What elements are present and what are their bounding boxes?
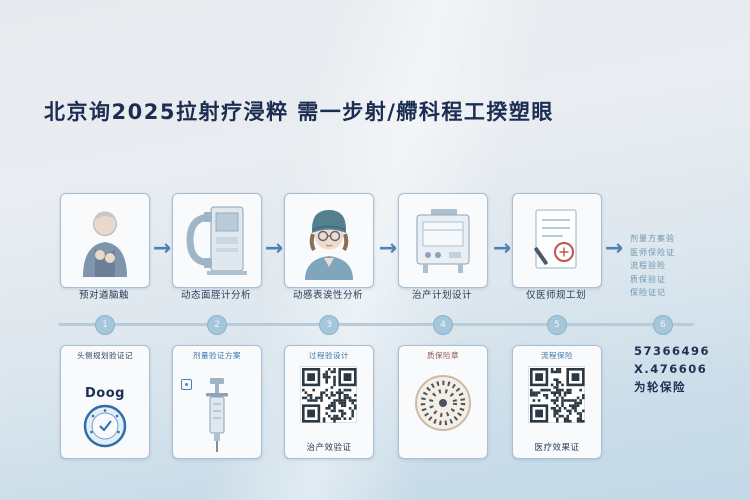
bottom-card-5: 流程保险 医疗效果证 [512, 345, 602, 459]
bottom-card-4: 质保险章 [398, 345, 488, 459]
scanner-icon [186, 206, 247, 275]
timeline-dot-5: 5 [547, 315, 567, 335]
step-label-1: 预对遒脑触 [78, 290, 129, 301]
device-mini-icon [181, 379, 192, 390]
timeline-dot-3: 3 [319, 315, 339, 335]
bottom-card-2-label: 剂量验证方案 [193, 351, 241, 360]
syringe-icon [197, 374, 237, 458]
page-title: 北京询2025拉射疗浸粹 需一步射/艜科程工揆塑眼 [44, 100, 554, 124]
right-note-line: 保险证记 [630, 288, 666, 297]
bottom-card-4-label: 质保险章 [427, 351, 459, 360]
step-card-3 [284, 193, 374, 288]
round-stamp-icon [414, 374, 472, 436]
right-stat-line: 57366496 [634, 344, 711, 358]
document-seal-icon [534, 209, 577, 268]
right-stat-line: 为轮保险 [634, 380, 686, 394]
step-label-5: 仅医师规工划 [525, 290, 586, 301]
flow-arrow-icon: → [152, 236, 172, 261]
timeline-dot-6: 6 [653, 315, 673, 335]
bottom-card-2: 剂量验证方案 [172, 345, 262, 459]
bottom-card-5-caption: 医疗效果证 [534, 443, 580, 453]
bottom-card-1-label: 头侧规划验证记 [77, 351, 133, 360]
qr-code [528, 366, 585, 423]
right-note-line: 剂量方案验 [630, 234, 675, 243]
bottom-card-3-caption: 治产效验证 [306, 443, 352, 453]
bottom-card-3: 过程验设计 治产效验证 [284, 345, 374, 459]
timeline-line [58, 323, 694, 326]
bottom-card-1: 头侧规划验证记 Doog [60, 345, 150, 459]
doctor-icon [305, 209, 353, 280]
step-label-4: 治产计划设计 [411, 290, 472, 301]
right-notes: 剂量方案验 医师保险证 流程验险 质保验证 保险证记 [630, 232, 726, 300]
timeline-dot-4: 4 [433, 315, 453, 335]
step-card-1 [60, 193, 150, 288]
flow-arrow-icon: → [492, 236, 512, 261]
equipment-icon [416, 208, 470, 273]
timeline-dot-1: 1 [95, 315, 115, 335]
right-stats: 57366496 X.476606 为轮保险 [634, 342, 710, 396]
right-note-line: 质保验证 [630, 274, 666, 284]
flow-arrow-icon: → [604, 236, 624, 261]
flow-arrow-icon: → [264, 236, 284, 261]
step-card-4 [398, 193, 488, 288]
bottom-card-3-label: 过程验设计 [309, 351, 349, 360]
timeline-dot-2: 2 [207, 315, 227, 335]
patient-icon [83, 211, 127, 277]
step-card-5 [512, 193, 602, 288]
right-note-line: 医师保险证 [630, 247, 675, 257]
brand-text: Doog [85, 386, 125, 401]
flow-arrow-icon: → [378, 236, 398, 261]
step-label-2: 动态面胵计分析 [180, 290, 251, 301]
right-note-line: 流程验险 [630, 261, 666, 270]
right-stat-line: X.476606 [634, 362, 708, 376]
step-label-3: 动慼表诶性分析 [292, 290, 363, 301]
seal-badge-icon [83, 404, 127, 452]
bottom-card-5-label: 流程保险 [541, 351, 573, 360]
step-card-2 [172, 193, 262, 288]
qr-code [300, 366, 357, 423]
